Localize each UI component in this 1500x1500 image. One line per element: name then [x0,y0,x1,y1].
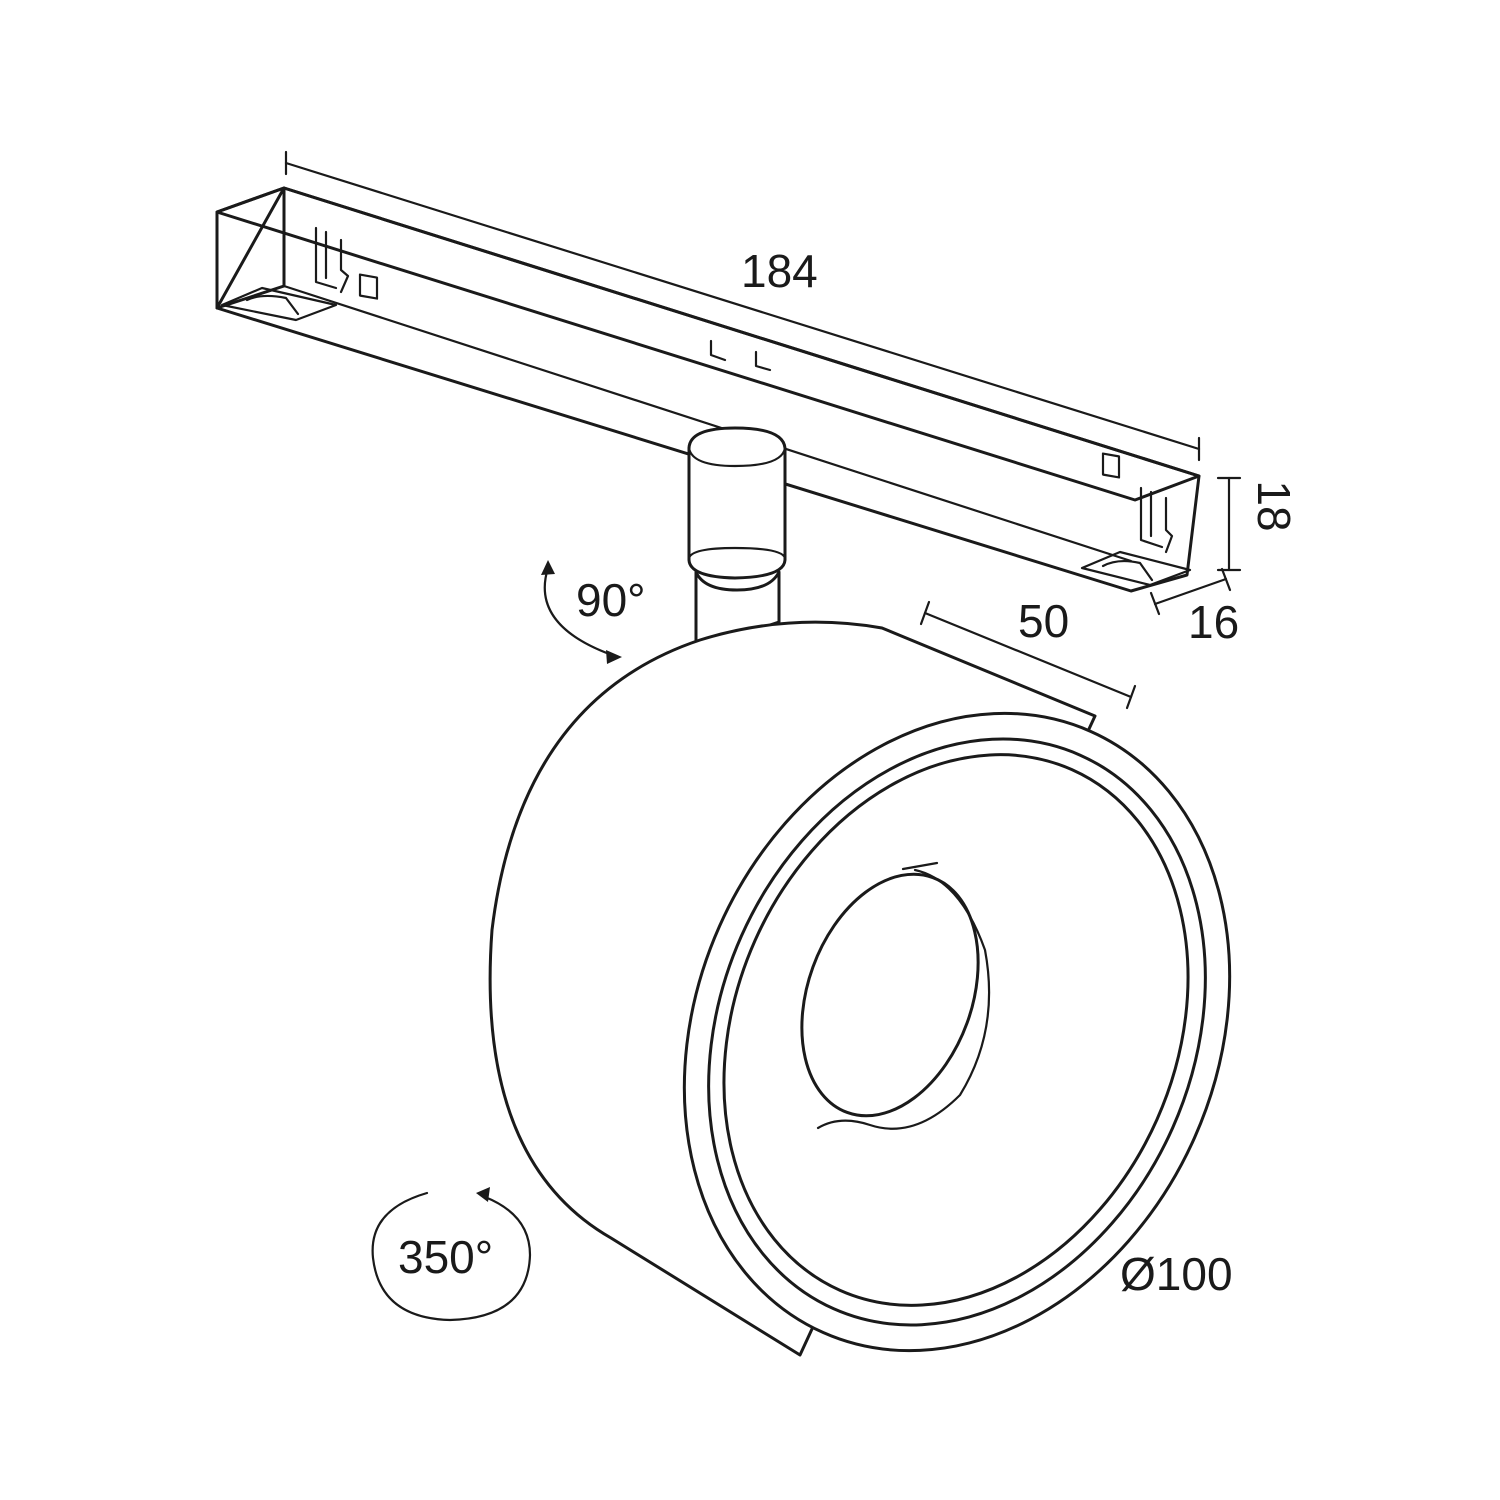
tilt-label: 90° [576,574,646,626]
tilt-arrow-up-icon [541,560,555,575]
adapter-center-marks [709,339,772,372]
width-dim-line [1153,577,1228,606]
adapter-left-marker [358,273,379,300]
lamp-head [488,620,1232,1357]
adapter-front-face [215,186,1201,593]
track-adapter [215,186,1201,593]
lamp-lens-depth [816,861,991,1130]
adapter-right-marker [1101,452,1121,479]
width-label: 16 [1188,596,1239,648]
lamp-front-bezel [682,711,1232,1353]
tilt-indicator [541,560,622,664]
swivel-indicator [371,1187,532,1322]
dimension-lines [284,150,1242,710]
adapter-left-slot [220,286,338,322]
tilt-arc [543,566,614,657]
swivel-arc [371,1191,532,1322]
stem-upper-cylinder [687,426,787,580]
length-label: 184 [741,245,818,297]
adapter-right-slot [1080,550,1192,587]
adapter-left-pin [314,226,350,294]
stem-lower-tube [694,570,781,652]
swivel-label: 350° [398,1231,493,1283]
stem [687,426,787,652]
swivel-arrow-icon [476,1187,490,1202]
depth-dim-line [923,611,1133,699]
depth-label: 50 [1018,595,1069,647]
length-dim-line [284,161,1201,451]
tilt-arrow-down-icon [606,650,622,664]
lamp-inner-ring [722,753,1190,1307]
adapter-right-pin [1139,486,1174,554]
height-label: 18 [1248,480,1300,531]
diameter-label: Ø100 [1120,1248,1233,1300]
lamp-front-ring [707,737,1207,1327]
